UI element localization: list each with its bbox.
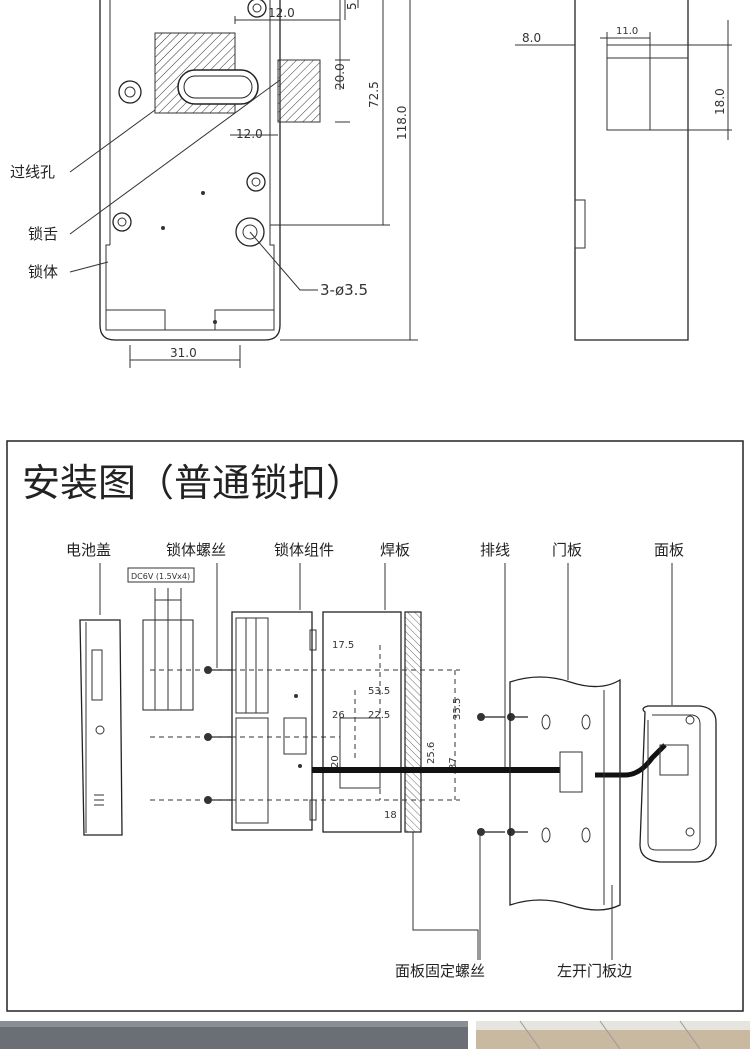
label-door-panel: 门板 [552, 541, 582, 559]
dim-5: 5 [345, 2, 359, 10]
install-frame [6, 440, 744, 1012]
label-body: 锁体 [28, 263, 58, 281]
door-panel-part [509, 676, 621, 911]
face-panel-part [639, 705, 717, 863]
label-wire-hole: 过线孔 [10, 163, 55, 181]
battery-note: DC6V (1.5Vx4) [131, 572, 190, 581]
dim-20-inst: 20 [330, 755, 341, 768]
dim-53-5: 53.5 [368, 686, 390, 697]
install-title: 安装图（普通锁扣） [22, 461, 364, 505]
dim-hole: 3-ø3.5 [320, 281, 368, 299]
lock-side-view [515, 0, 732, 341]
lock-body-part [231, 611, 317, 831]
panel-screws [477, 713, 528, 836]
dim-side-8: 8.0 [522, 31, 541, 45]
dim-side-11: 11.0 [616, 26, 638, 37]
dim-22-5: 22.5 [368, 710, 390, 721]
dim-20: 20.0 [333, 63, 347, 90]
dim-35-5: 35.5 [452, 698, 463, 720]
label-panel-screw: 面板固定螺丝 [395, 962, 485, 980]
label-left-door-edge: 左开门板边 [557, 962, 632, 980]
label-weld-plate: 焊板 [380, 541, 410, 559]
dim-118: 118.0 [395, 106, 409, 140]
label-body-assembly: 锁体组件 [274, 541, 334, 559]
dim-12-top: 12.0 [268, 6, 295, 20]
dim-12-mid: 12.0 [236, 127, 263, 141]
dim-31: 31.0 [170, 346, 197, 360]
dim-17-5: 17.5 [332, 640, 354, 651]
lock-front-view [69, 0, 418, 368]
label-battery-cover: 电池盖 [66, 541, 111, 559]
dim-37: 37 [448, 757, 459, 770]
dim-26: 26 [332, 710, 345, 721]
battery-cover-part [79, 619, 123, 836]
label-body-screw: 锁体螺丝 [166, 541, 226, 559]
dim-72-5: 72.5 [367, 81, 381, 108]
battery-pack [127, 567, 195, 711]
dim-25-6: 25.6 [426, 742, 437, 764]
label-bolt: 锁舌 [28, 225, 58, 243]
dim-18: 18 [384, 810, 397, 821]
lock-screws [204, 666, 232, 804]
label-face-panel: 面板 [654, 541, 684, 559]
label-cable: 排线 [480, 541, 510, 559]
dim-side-18: 18.0 [713, 88, 727, 115]
